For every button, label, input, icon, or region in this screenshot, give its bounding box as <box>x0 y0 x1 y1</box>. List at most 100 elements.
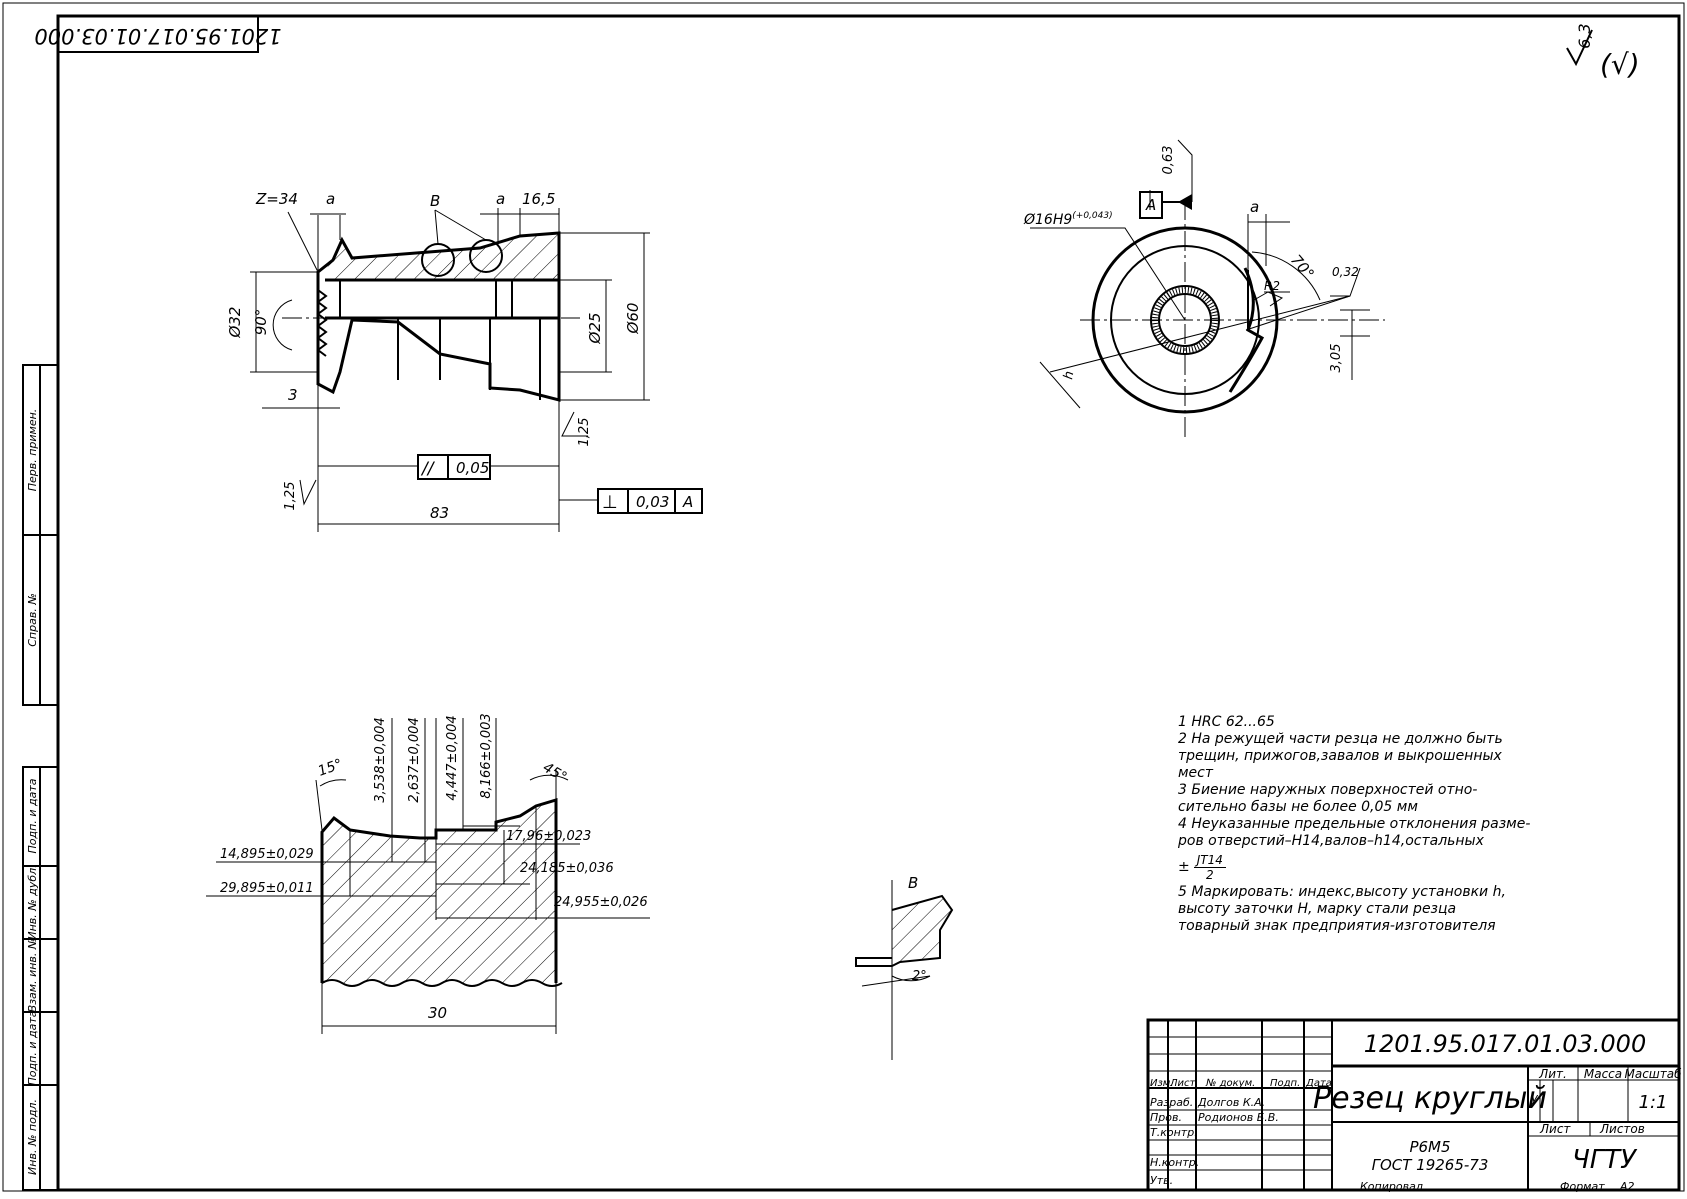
note-line: 3 Биение наружных поверхностей отно- <box>1178 782 1478 798</box>
dim-3: 3 <box>288 386 298 404</box>
dim-a2: a <box>496 190 505 208</box>
view-section-main: Z=34 a B a 16,5 Ø32 90° Ø25 Ø60 3 1,25 1… <box>226 190 703 532</box>
margin-label-perv: Перв. примен. <box>26 409 39 492</box>
note-line: сительно базы не более 0,05 мм <box>1178 799 1418 815</box>
dim-h3: 17,96±0,023 <box>506 829 591 844</box>
hdr-masshtab: Масштаб <box>1624 1067 1682 1081</box>
hdr-podp: Подп. <box>1270 1078 1300 1089</box>
dim-h5: 24,955±0,026 <box>554 895 648 910</box>
title-org: ЧГТУ <box>1572 1145 1638 1175</box>
note-fraction-row: ± JT14 2 <box>1178 850 1530 884</box>
perp-tolerance: 0,03 <box>636 493 669 511</box>
dim-1-25b: 1,25 <box>283 482 298 511</box>
dim-15deg: 15° <box>316 756 345 780</box>
perp-datum: A <box>682 493 693 511</box>
row-nkontr: Н.контр. <box>1150 1156 1199 1169</box>
dim-h: h <box>1061 370 1077 381</box>
note-line: высоту заточки H, марку стали резца <box>1178 901 1457 917</box>
dim-30: 30 <box>428 1004 447 1022</box>
designation-box-rotated: 1201.95.017.01.03.000 <box>34 15 282 53</box>
margin-label-podp1: Подп. и дата <box>26 778 39 853</box>
title-block: 1201.95.017.01.03.000 Резец круглый Р6М5… <box>1146 1018 1682 1193</box>
format-value: А2 <box>1619 1180 1635 1193</box>
note-line: товарный знак предприятия-изготовителя <box>1178 918 1496 934</box>
dim-v1: 3,538±0,004 <box>373 717 388 802</box>
lit-value: у <box>1530 1091 1539 1105</box>
row-tkontr: Т.контр. <box>1150 1126 1198 1139</box>
note-line: ров отверстий–H14,валов–h14,остальных <box>1178 833 1484 849</box>
dim-16-5: 16,5 <box>522 190 555 208</box>
view-end: Ø16H9(+0,043) 0,63 A a 70° 0,32 R2 3,05 … <box>1023 139 1385 440</box>
dim-a1: a <box>326 190 335 208</box>
roughness-other: (√) <box>1600 48 1640 81</box>
hdr-sheet: Лист <box>1539 1122 1571 1136</box>
dim-3-05: 3,05 <box>1329 344 1344 373</box>
dim-a-end: a <box>1250 198 1259 216</box>
datum-a: A <box>1145 196 1156 214</box>
hdr-lit: Лит. <box>1538 1067 1567 1081</box>
note-line: 1 HRC 62...65 <box>1178 714 1275 730</box>
row-prov: Пров. <box>1150 1111 1182 1124</box>
dim-70deg: 70° <box>1287 251 1318 283</box>
format-label: Формат <box>1560 1180 1605 1193</box>
dim-bore-tol: (+0,043) <box>1072 211 1112 221</box>
title-designation: 1201.95.017.01.03.000 <box>1364 1030 1646 1058</box>
view-profile: 15° 45° 3,538±0,004 2,637±0,004 4,447±0,… <box>206 713 650 1034</box>
fraction-denominator: 2 <box>1205 867 1214 882</box>
margin-label-podp2: Подп. и дата <box>26 1010 39 1085</box>
dim-bore: Ø16H9(+0,043) <box>1023 211 1113 228</box>
parallel-tolerance: 0,05 <box>456 459 489 477</box>
name-prov: Родионов Б.В. <box>1198 1111 1279 1124</box>
dim-1-25a: 1,25 <box>577 418 592 447</box>
dim-R2: R2 <box>1264 279 1280 293</box>
dim-b: B <box>430 192 440 210</box>
parallel-symbol: // <box>420 459 436 479</box>
roughness-value: 6,3 <box>1575 23 1594 48</box>
note-fraction: JT14 2 <box>1193 853 1226 882</box>
hdr-list: Лист <box>1169 1078 1197 1089</box>
title-material-1: Р6М5 <box>1409 1138 1450 1156</box>
hdr-doc: № докум. <box>1205 1078 1255 1089</box>
dim-90deg: 90° <box>252 309 270 336</box>
hdr-data: Дата <box>1305 1078 1332 1089</box>
roughness-mark: 6,3 (√) <box>1566 23 1640 81</box>
note-line: 5 Маркировать: индекс,высоту установки h… <box>1178 884 1506 900</box>
dim-h1: 14,895±0,029 <box>220 847 314 862</box>
dim-v4: 8,166±0,003 <box>479 713 494 798</box>
technical-notes: 1 HRC 62...65 2 На режущей части резца н… <box>1178 714 1530 935</box>
scale-value: 1:1 <box>1639 1092 1668 1113</box>
dim-v2: 2,637±0,004 <box>407 717 422 802</box>
note-line: 4 Неуказанные предельные отклонения разм… <box>1178 816 1531 832</box>
margin-label-podl: Инв. № подл. <box>26 1099 39 1175</box>
title-name: Резец круглый <box>1313 1081 1547 1116</box>
dim-h4: 24,185±0,036 <box>520 861 614 876</box>
dim-0-63: 0,63 <box>1161 146 1176 175</box>
dim-bore-value: Ø16H9 <box>1023 212 1072 228</box>
kopiroval: Копировал <box>1360 1180 1423 1193</box>
fraction-numerator: JT14 <box>1193 853 1226 868</box>
note-line: трещин, прижогов,завалов и выкрошенных <box>1178 748 1502 764</box>
view-detail-b: B 2° <box>855 874 954 1060</box>
dim-0-32: 0,32 <box>1332 265 1359 279</box>
row-utv: Утв. <box>1150 1174 1173 1187</box>
hdr-sheets: Листов <box>1599 1122 1645 1136</box>
hdr-massa: Масса <box>1584 1067 1622 1081</box>
left-margin-stamps: Перв. примен. Справ. № Подп. и дата Инв.… <box>22 364 59 1191</box>
detail-b-angle: 2° <box>912 969 927 984</box>
margin-label-sprav: Справ. № <box>26 593 39 647</box>
note-line: мест <box>1178 765 1214 781</box>
name-razrab: Долгов К.А. <box>1197 1096 1265 1109</box>
dim-v3: 4,447±0,004 <box>445 715 460 800</box>
note-line: ± <box>1178 858 1190 875</box>
drawing-frame <box>56 14 1681 1192</box>
margin-label-dubl: Инв. № дубл. <box>26 864 39 939</box>
dim-d60: Ø60 <box>624 303 642 335</box>
dim-d32: Ø32 <box>226 307 244 339</box>
perp-symbol: ⊥ <box>602 492 618 513</box>
dim-d25: Ø25 <box>586 313 604 345</box>
designation-rotated: 1201.95.017.01.03.000 <box>34 24 281 48</box>
row-razrab: Разраб. <box>1150 1096 1193 1109</box>
